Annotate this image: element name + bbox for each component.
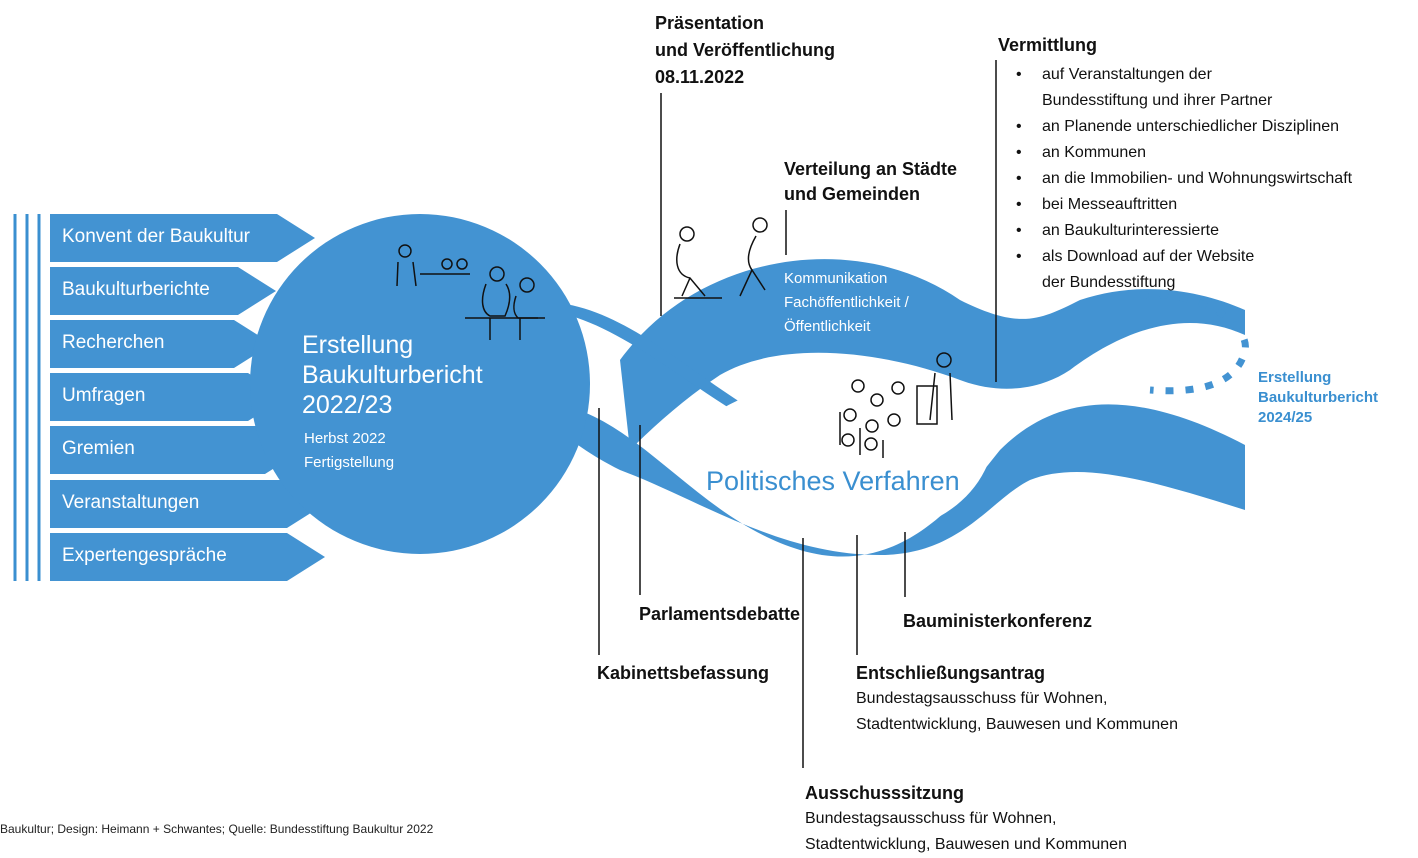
- input-arrow: [50, 373, 286, 421]
- report-title-line: Erstellung: [302, 331, 414, 359]
- input-stripes: [13, 214, 41, 581]
- ausschuss-block: Ausschusssitzung Bundestagsausschuss für…: [805, 783, 1127, 853]
- political-process-label: Politisches Verfahren: [706, 466, 960, 496]
- input-label-veranstaltungen: Veranstaltungen: [62, 492, 200, 513]
- bauminister-label: Bauministerkonferenz: [903, 611, 1093, 631]
- parlament-label: Parlamentsdebatte: [639, 604, 801, 624]
- input-label-gremien: Gremien: [62, 438, 135, 459]
- input-label-berichte: Baukulturberichte: [62, 279, 210, 300]
- report-subtitle: Herbst 2022 Fertigstellung: [304, 427, 394, 475]
- input-label-expertengespraeche: Expertengespräche: [62, 545, 227, 566]
- list-item: •an Baukulturinteressierte: [1016, 222, 1219, 239]
- kommunikation-label: Kommunikation Fachöffentlichkeit / Öffen…: [784, 270, 909, 335]
- report-title: Erstellung Baukulturbericht 2022/23: [302, 330, 483, 420]
- ausschuss-title: Ausschusssitzung: [805, 783, 965, 803]
- verteilung-label: Verteilung an Städte und Gemeinden: [784, 159, 958, 204]
- report-subtitle-line: Fertigstellung: [304, 454, 395, 471]
- report-title-line: Baukulturbericht: [302, 361, 483, 389]
- input-arrow: [50, 320, 272, 368]
- report-subtitle-line: Herbst 2022: [304, 430, 386, 447]
- talk-illustration: [674, 217, 768, 299]
- list-item: •an Planende unterschiedlicher Disziplin…: [1016, 118, 1340, 135]
- input-arrow: [50, 214, 315, 262]
- input-label-umfragen: Umfragen: [62, 385, 146, 406]
- kabinett-label: Kabinettsbefassung: [597, 663, 770, 683]
- list-item: •bei Messeauftritten: [1016, 196, 1178, 213]
- entschliessung-block: Entschließungsantrag Bundestagsausschuss…: [856, 663, 1178, 733]
- next-report-label: Erstellung Baukulturbericht 2024/25: [1258, 369, 1379, 426]
- entschliessung-title: Entschließungsantrag: [856, 663, 1046, 683]
- input-label-konvent: Konvent der Baukultur: [62, 226, 251, 247]
- praesentation-label: Präsentation und Veröffentlichung 08.11.…: [655, 13, 835, 87]
- input-arrows: [50, 214, 325, 581]
- report-title-line: 2022/23: [302, 391, 393, 419]
- credit-text: Baukultur; Design: Heimann + Schwantes; …: [0, 822, 434, 836]
- list-item: •an die Immobilien- und Wohnungswirtscha…: [1016, 170, 1353, 187]
- report-circle: [250, 214, 590, 554]
- vermittlung-title: Vermittlung: [998, 35, 1098, 55]
- input-arrow: [50, 480, 325, 528]
- input-arrow: [50, 426, 303, 474]
- input-label-recherchen: Recherchen: [62, 332, 165, 353]
- list-item: •an Kommunen: [1016, 144, 1147, 161]
- audience-illustration: [839, 352, 953, 458]
- meeting-illustration: [396, 244, 545, 340]
- input-arrow: [50, 267, 276, 315]
- ribbon-hole: [700, 379, 995, 536]
- input-arrow: [50, 533, 325, 581]
- leader-lines: [598, 60, 997, 768]
